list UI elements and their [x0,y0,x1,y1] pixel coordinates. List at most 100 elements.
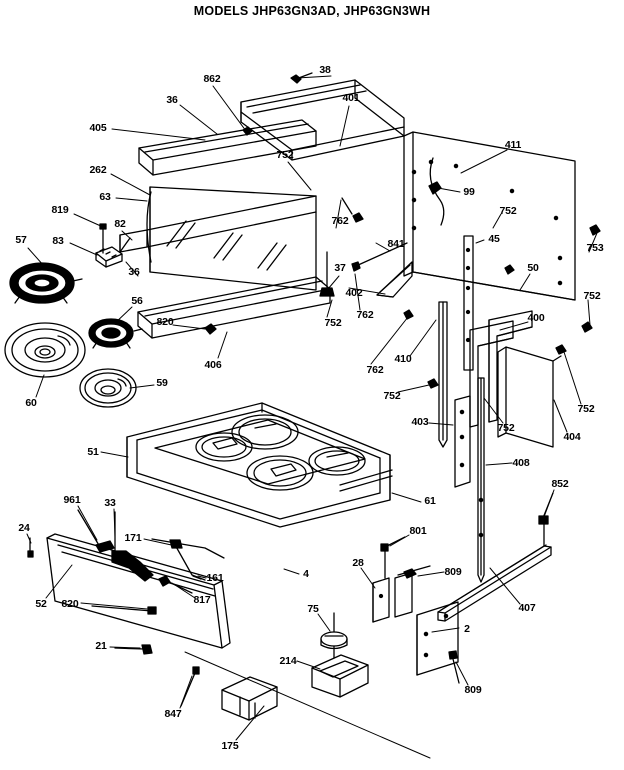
part-82-wire [119,237,131,253]
callout-400: 400 [527,311,545,324]
part-762-clip-center [341,197,364,223]
part-61-side-trim [339,469,393,492]
part-809-screw-lower [448,650,460,684]
callout-809: 809 [464,683,482,696]
callout-63: 63 [99,190,111,203]
callout-411: 411 [504,138,522,151]
callout-762: 762 [331,214,349,227]
callout-408: 408 [512,456,530,469]
part-59-drip-pan-small [79,368,137,408]
callout-59: 59 [156,376,168,389]
callout-406: 406 [204,358,222,371]
callout-762: 762 [366,363,384,376]
callout-410: 410 [394,352,412,365]
callout-405: 405 [89,121,107,134]
callout-60: 60 [25,396,37,409]
leader-lines [26,75,598,741]
alignment-guide-line [184,651,431,759]
part-83-terminal-block [95,246,123,268]
callout-61: 61 [424,494,436,507]
callout-2: 2 [464,622,470,635]
callout-99: 99 [463,185,475,198]
part-21-screw [114,644,153,655]
callout-401: 401 [342,91,360,104]
part-60-drip-pan-large [4,322,86,378]
callout-171: 171 [124,531,142,544]
part-820-clip-lower [91,605,157,615]
callout-801: 801 [409,524,427,537]
callout-753: 753 [586,241,604,254]
callout-83: 83 [52,234,64,247]
callout-37: 37 [334,261,346,274]
callout-38: 38 [319,63,331,76]
callout-752: 752 [583,289,601,302]
callout-52: 52 [35,597,47,610]
callout-402: 402 [345,286,363,299]
callout-51: 51 [87,445,99,458]
callout-75: 75 [307,602,319,615]
callout-36: 36 [128,265,140,278]
callout-28: 28 [352,556,364,569]
callout-4: 4 [303,567,309,580]
callout-407: 407 [518,601,536,614]
part-410-vertical-rail [438,301,448,448]
part-57-burner-element-large [9,262,83,304]
callout-819: 819 [51,203,69,216]
callout-21: 21 [95,639,107,652]
part-161-igniter [169,539,206,581]
callout-752: 752 [497,421,515,434]
callout-262: 262 [89,163,107,176]
part-408-long-rod [477,377,485,583]
part-411-side-panel [403,131,576,301]
part-402-support-bracket [376,261,413,298]
part-405-trim [138,119,317,176]
callout-403: 403 [411,415,429,428]
callout-56: 56 [131,294,143,307]
callout-862: 862 [203,72,221,85]
part-45-slide [463,235,474,371]
part-801-screw [380,536,406,579]
part-28-bracket [372,577,390,623]
callout-175: 175 [221,739,239,752]
callout-50: 50 [527,261,539,274]
part-404-rear-panel [497,346,562,448]
hardware-752-group [403,224,601,389]
part-262-glass-panel [146,186,317,291]
callout-45: 45 [488,232,500,245]
callout-852: 852 [551,477,569,490]
callout-752: 752 [577,402,595,415]
part-51-cooktop [126,402,391,528]
part-809-bracket-upper [394,565,431,618]
callout-33: 33 [104,496,116,509]
callout-161: 161 [206,571,224,584]
callout-847: 847 [164,707,182,720]
page-title: MODELS JHP63GN3AD, JHP63GN3WH [193,4,431,18]
callout-752: 752 [276,148,294,161]
part-820-clip-upper [204,323,217,335]
part-36-rail-left [119,195,317,253]
callout-841: 841 [387,237,405,250]
part-56-burner-element-small [88,318,143,349]
part-961-knob-mount [77,509,115,553]
part-175-bracket-box [221,676,278,721]
callout-752: 752 [324,316,342,329]
callout-752: 752 [499,204,517,217]
callout-809: 809 [444,565,462,578]
callout-82: 82 [114,217,126,230]
callout-57: 57 [15,233,27,246]
callout-36: 36 [166,93,178,106]
callout-404: 404 [563,430,581,443]
callout-752: 752 [383,389,401,402]
part-75-grommet [320,612,348,659]
callout-817: 817 [193,593,211,606]
part-2-plate [416,601,459,676]
part-403-mounting-plate [454,395,471,488]
callout-961: 961 [63,493,81,506]
callout-820: 820 [156,315,174,328]
callout-214: 214 [279,654,297,667]
part-214-box [311,654,369,698]
part-841-rod [351,242,408,272]
